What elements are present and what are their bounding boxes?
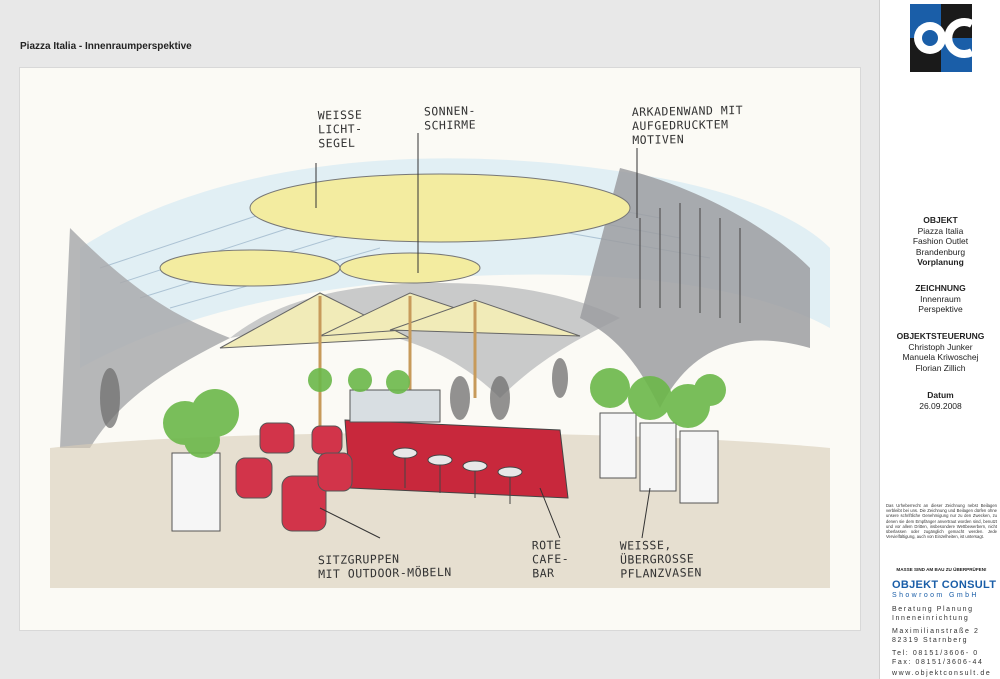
light-sail-center xyxy=(339,252,481,284)
annotation-arcade-wall: ARKADENWAND MIT AUFGEDRUCKTEM MOTIVEN xyxy=(631,103,744,147)
annotation-cafe-bar: ROTE CAFE- BAR xyxy=(531,537,570,581)
light-sail-large xyxy=(249,173,631,243)
cafe-bar-counter xyxy=(344,419,569,499)
arcade-windows xyxy=(639,203,741,323)
steuerung-heading: OBJEKTSTEUERUNG xyxy=(896,331,985,341)
zeichnung-heading: ZEICHNUNG xyxy=(915,283,966,293)
plants xyxy=(163,368,726,458)
objekt-line: Fashion Outlet xyxy=(912,236,969,246)
annotation-umbrellas: SONNEN- SCHIRME xyxy=(423,103,477,133)
objekt-line: Brandenburg xyxy=(915,246,966,257)
company-fax: Fax: 08151/3606-44 xyxy=(892,659,984,666)
sheet-title: Piazza Italia - Innenraumperspektive xyxy=(20,41,192,52)
company-website[interactable]: www.objektconsult.de xyxy=(892,670,992,677)
steuerung-section: OBJEKTSTEUERUNG Christoph Junker Manuela… xyxy=(880,331,1000,373)
objekt-line: Piazza Italia xyxy=(917,225,964,236)
light-sail-left xyxy=(159,249,341,287)
datum-section: Datum 26.09.2008 xyxy=(880,390,1000,411)
company-subtitle: Showroom GmbH xyxy=(892,592,979,599)
company-name: OBJEKT CONSULT xyxy=(892,579,997,591)
sketch-drawing: WEISSE LICHT- SEGEL SONNEN- SCHIRME ARKA… xyxy=(20,68,860,630)
objekt-phase: Vorplanung xyxy=(917,257,964,267)
steuerung-line: Christoph Junker xyxy=(908,341,973,352)
company-street: Maximilianstraße 2 xyxy=(892,628,980,635)
leader-lines xyxy=(315,133,651,539)
red-chairs xyxy=(235,422,353,532)
annotation-seating: SITZGRUPPEN MIT OUTDOOR-MÖBELN xyxy=(317,551,452,582)
steuerung-line: Florian Zillich xyxy=(915,362,966,373)
cafe-bar-display xyxy=(349,389,441,423)
zeichnung-line: Innenraum xyxy=(920,293,961,304)
company-logo xyxy=(910,4,972,72)
datum-value: 26.09.2008 xyxy=(919,400,962,411)
company-services: Inneneinrichtung xyxy=(892,615,970,622)
arcade-wall xyxy=(580,168,810,408)
plant-vases xyxy=(171,412,719,532)
bar-stools xyxy=(392,447,523,504)
dimension-warning: MASSE SIND AM BAU ZU ÜBERPRÜFEN! xyxy=(896,567,987,572)
copyright-notice: Das Urheberrecht an dieser Zeichnung neb… xyxy=(886,503,997,540)
company-phone: Tel: 08151/3606- 0 xyxy=(892,650,979,657)
people xyxy=(100,358,568,428)
objekt-heading: OBJEKT xyxy=(923,215,958,225)
datum-heading: Datum xyxy=(927,390,954,400)
zeichnung-line: Perspektive xyxy=(918,304,963,314)
objekt-section: OBJEKT Piazza Italia Fashion Outlet Bran… xyxy=(880,215,1000,268)
zeichnung-section: ZEICHNUNG Innenraum Perspektive xyxy=(880,283,1000,315)
title-block: OBJEKT Piazza Italia Fashion Outlet Bran… xyxy=(879,0,1000,679)
company-city: 82319 Starnberg xyxy=(892,637,969,644)
company-services: Beratung Planung xyxy=(892,606,974,613)
perspective-sketch xyxy=(50,133,830,588)
steuerung-line: Manuela Kriwoschej xyxy=(902,352,979,362)
annotation-light-sails: WEISSE LICHT- SEGEL xyxy=(317,107,363,151)
umbrella-3 xyxy=(389,299,581,337)
annotation-vases: WEISSE, ÜBERGROSSE PFLANZVASEN xyxy=(619,537,703,581)
